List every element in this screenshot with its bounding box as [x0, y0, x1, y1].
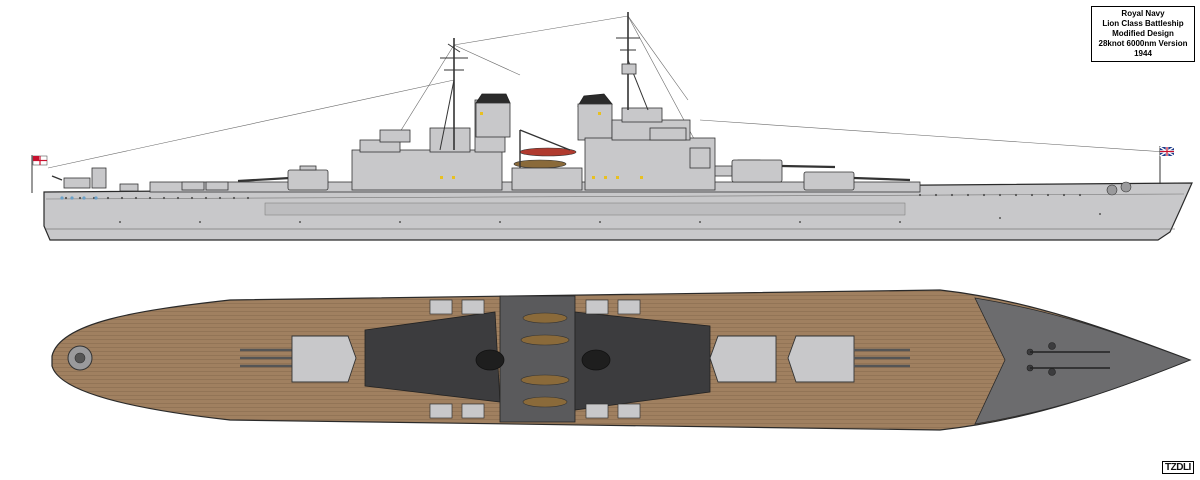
stern-capstan [67, 345, 93, 371]
triple-gun-turret-icon [237, 165, 329, 191]
title-block: Royal Navy Lion Class Battleship Modifie… [1091, 6, 1195, 62]
boat-crane [519, 129, 571, 168]
ship-class: Lion Class Battleship [1102, 19, 1184, 28]
stern-windows [60, 196, 98, 200]
triple-gun-turret-icon [240, 335, 357, 383]
bridge-windows [440, 112, 643, 179]
plan-view [51, 289, 1192, 431]
forward-superstructure [584, 107, 716, 191]
funnel-icon [577, 93, 613, 141]
armor-belt [264, 202, 906, 216]
ships-boats [511, 147, 583, 191]
tripod-mast-icon [439, 38, 468, 151]
triple-gun-turret-icon [803, 171, 911, 191]
funnel-icon [475, 349, 611, 371]
funnel-icon [475, 93, 511, 138]
deck-edge-line [45, 193, 1185, 200]
design-variant: Modified Design [1112, 29, 1174, 38]
twin-gun-turret-icon [429, 299, 641, 419]
white-ensign-icon [31, 155, 48, 193]
triple-gun-turret-icon [709, 335, 777, 383]
triple-gun-turret-icon [787, 335, 910, 383]
forecastle-steel [974, 297, 1192, 425]
anchor-icon [1106, 181, 1132, 196]
bow-anchor-gear [1026, 342, 1110, 376]
stern-aa-mount [51, 167, 107, 189]
navy-name: Royal Navy [1121, 9, 1165, 18]
union-jack-icon [1159, 146, 1175, 184]
portholes [64, 193, 1101, 223]
profile-view [31, 12, 1193, 241]
triple-gun-turret-icon [731, 159, 836, 183]
design-year: 1944 [1134, 49, 1152, 58]
artist-signature: TZDLI [1162, 461, 1194, 474]
plan-superstructure [364, 295, 711, 423]
ships-boats [520, 312, 570, 408]
design-spec: 28knot 6000nm Version [1098, 39, 1188, 48]
tripod-mast-icon [616, 12, 649, 111]
